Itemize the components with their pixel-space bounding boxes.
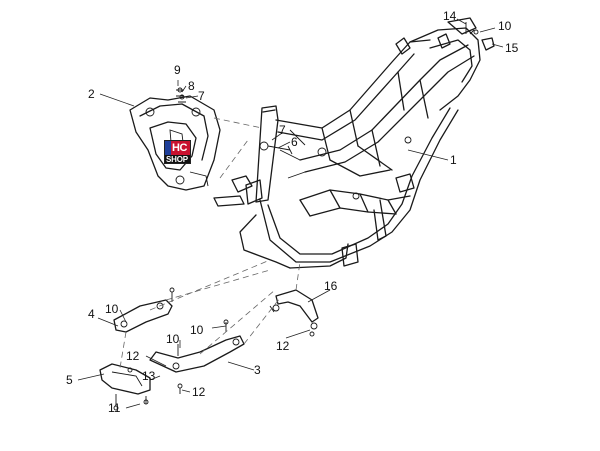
clamp-bracket <box>272 289 319 330</box>
footboard-bracket-left <box>113 299 173 333</box>
main-frame <box>213 17 481 269</box>
callout-numbers: 1 2 3 4 5 6 7 7 8 9 10 10 10 10 11 12 12… <box>66 9 519 415</box>
callout-3: 3 <box>254 363 261 377</box>
callout-9: 9 <box>174 63 181 77</box>
callout-12-left: 12 <box>126 349 140 363</box>
logo-text-hc: HC <box>172 142 187 154</box>
callout-8: 8 <box>188 79 195 93</box>
callout-12-right: 12 <box>276 339 290 353</box>
footboard-bracket-right <box>149 335 245 373</box>
callout-15: 15 <box>505 41 519 55</box>
hardware <box>113 22 495 411</box>
hc-shop-logo: HC SHOP <box>164 140 191 164</box>
front-bracket <box>129 95 221 191</box>
callout-10-mid: 10 <box>190 323 204 337</box>
logo-text-shop: SHOP <box>166 155 188 164</box>
alignment-lines <box>119 117 301 369</box>
callout-5: 5 <box>66 373 73 387</box>
callout-7-lower: 7 <box>198 89 205 103</box>
callout-10-lower: 10 <box>166 332 180 346</box>
callout-14: 14 <box>443 9 457 23</box>
leader-lines <box>77 18 504 409</box>
callout-11: 11 <box>108 401 121 415</box>
callout-10-top: 10 <box>498 19 512 33</box>
callout-7-upper: 7 <box>279 123 286 137</box>
callout-2: 2 <box>88 87 95 101</box>
callout-13: 13 <box>142 369 156 383</box>
callout-4: 4 <box>88 307 95 321</box>
callout-6: 6 <box>291 135 298 149</box>
callout-10-left: 10 <box>105 302 119 316</box>
callout-12-bottom: 12 <box>192 385 206 399</box>
callout-1: 1 <box>450 153 457 167</box>
callout-16: 16 <box>324 279 338 293</box>
